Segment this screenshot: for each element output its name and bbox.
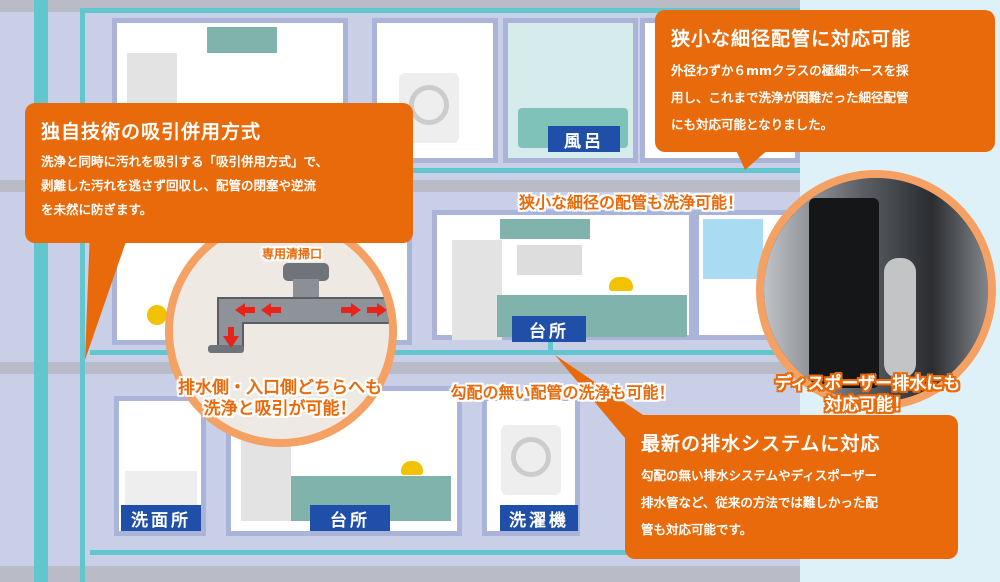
room-label-kitchen-mid: 台所 <box>512 316 586 342</box>
highlight-narrow-pipe: 狭小な細径の配管も洗浄可能！ <box>518 193 743 212</box>
right-circle-caption: ディスポーザー排水にも 対応可能！ <box>735 374 1000 416</box>
arrow-right-icon <box>341 303 361 317</box>
vertical-pipe <box>80 8 85 582</box>
left-circle-caption: 排水側・入口側どちらへも 洗浄と吸引が可能！ <box>140 378 420 420</box>
caption-line: ディスポーザー排水にも <box>774 374 961 394</box>
callout-title: 独自技術の吸引併用方式 <box>41 121 262 143</box>
callout-title: 狭小な細径配管に対応可能 <box>671 28 912 50</box>
arrow-left-icon <box>235 303 255 317</box>
pipe-cleanout-illustration <box>208 263 389 353</box>
drain-trap <box>884 258 916 378</box>
callout-text: 管も対応可能です。 <box>641 522 753 537</box>
horizontal-pipe <box>90 350 800 355</box>
horizontal-pipe <box>90 550 800 555</box>
caption-line: 対応可能！ <box>825 395 910 415</box>
arrow-right-icon <box>367 303 387 317</box>
cleanout-label: 専用清掃口 <box>261 247 322 261</box>
caption-line: 排水側・入口側どちらへも <box>178 378 382 398</box>
callout-text: 外径わずか６mmクラスの極細ホースを採 <box>671 63 909 78</box>
disposer-unit <box>809 198 879 388</box>
callout-latest-drainage: 最新の排水システムに対応 勾配の無い排水システムやディスポーザー 排水管など、従… <box>625 415 958 559</box>
room-label-washroom: 洗面所 <box>121 505 201 531</box>
callout-text: 勾配の無い排水システムやディスポーザー <box>641 468 878 483</box>
floor-slab <box>0 566 800 582</box>
callout-suction-method: 独自技術の吸引併用方式 洗浄と同時に汚れを吸引する「吸引併用方式」で、 剥離した… <box>25 103 413 243</box>
callout-title: 最新の排水システムに対応 <box>641 433 881 455</box>
arrow-down-icon <box>223 327 239 348</box>
callout-narrow-pipe: 狭小な細径配管に対応可能 外径わずか６mmクラスの極細ホースを採 用し、これまで… <box>655 10 995 152</box>
callout-text: 用し、これまで洗浄が困難だった細径配管 <box>671 90 909 105</box>
callout-text: 洗浄と同時に汚れを吸引する「吸引併用方式」で、 <box>41 154 329 169</box>
horizontal-pipe <box>90 168 800 173</box>
room-label-laundry: 洗濯機 <box>500 505 578 531</box>
highlight-no-slope: 勾配の無い配管の洗浄も可能！ <box>450 383 675 402</box>
callout-text: を未然に防ぎます。 <box>41 202 153 217</box>
arrow-left-icon <box>261 303 281 317</box>
room-label-bath: 風呂 <box>548 126 620 152</box>
callout-text: 剥離した汚れを逃さず回収し、配管の閉塞や逆流 <box>41 178 317 193</box>
caption-line: 洗浄と吸引が可能！ <box>203 399 357 419</box>
room-label-kitchen-low: 台所 <box>310 505 390 531</box>
callout-text: にも対応可能となりました。 <box>671 117 834 132</box>
disposer-photo-circle <box>756 170 996 410</box>
horizontal-pipe <box>80 8 800 13</box>
callout-text: 排水管など、従来の方法では難しかった配 <box>641 495 878 510</box>
